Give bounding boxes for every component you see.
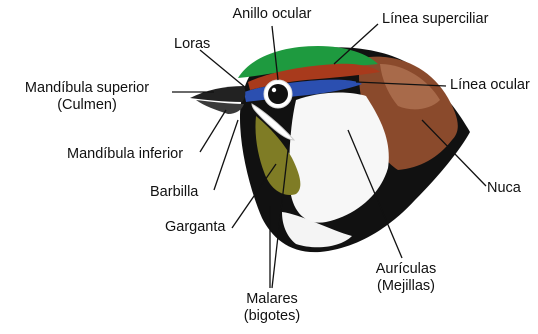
beak-lower: [196, 100, 244, 114]
label-garganta: Garganta: [165, 219, 225, 236]
label-auriculas: Aurículas (Mejillas): [358, 261, 454, 295]
leader-barbilla: [214, 120, 238, 190]
label-nuca: Nuca: [487, 180, 521, 197]
label-mandibula-superior-text: Mandíbula superior: [4, 80, 170, 97]
label-auriculas-text: Aurículas: [358, 261, 454, 278]
leader-mandibula-inferior: [200, 110, 226, 152]
label-bigotes-text: (bigotes): [226, 308, 318, 325]
label-malares-text: Malares: [226, 291, 318, 308]
label-culmen-text: (Culmen): [4, 97, 170, 114]
label-loras: Loras: [174, 36, 210, 53]
label-mandibula-superior: Mandíbula superior (Culmen): [4, 80, 170, 114]
eye-highlight: [272, 88, 276, 92]
label-malares: Malares (bigotes): [226, 291, 318, 325]
label-linea-ocular: Línea ocular: [450, 77, 530, 94]
label-mejillas-text: (Mejillas): [358, 278, 454, 295]
leader-loras: [200, 50, 246, 88]
label-anillo-ocular: Anillo ocular: [222, 6, 322, 23]
beak-upper: [190, 86, 245, 102]
eye: [268, 84, 288, 104]
label-barbilla: Barbilla: [150, 184, 198, 201]
label-mandibula-inferior: Mandíbula inferior: [67, 146, 183, 163]
label-linea-superciliar: Línea superciliar: [382, 11, 488, 28]
